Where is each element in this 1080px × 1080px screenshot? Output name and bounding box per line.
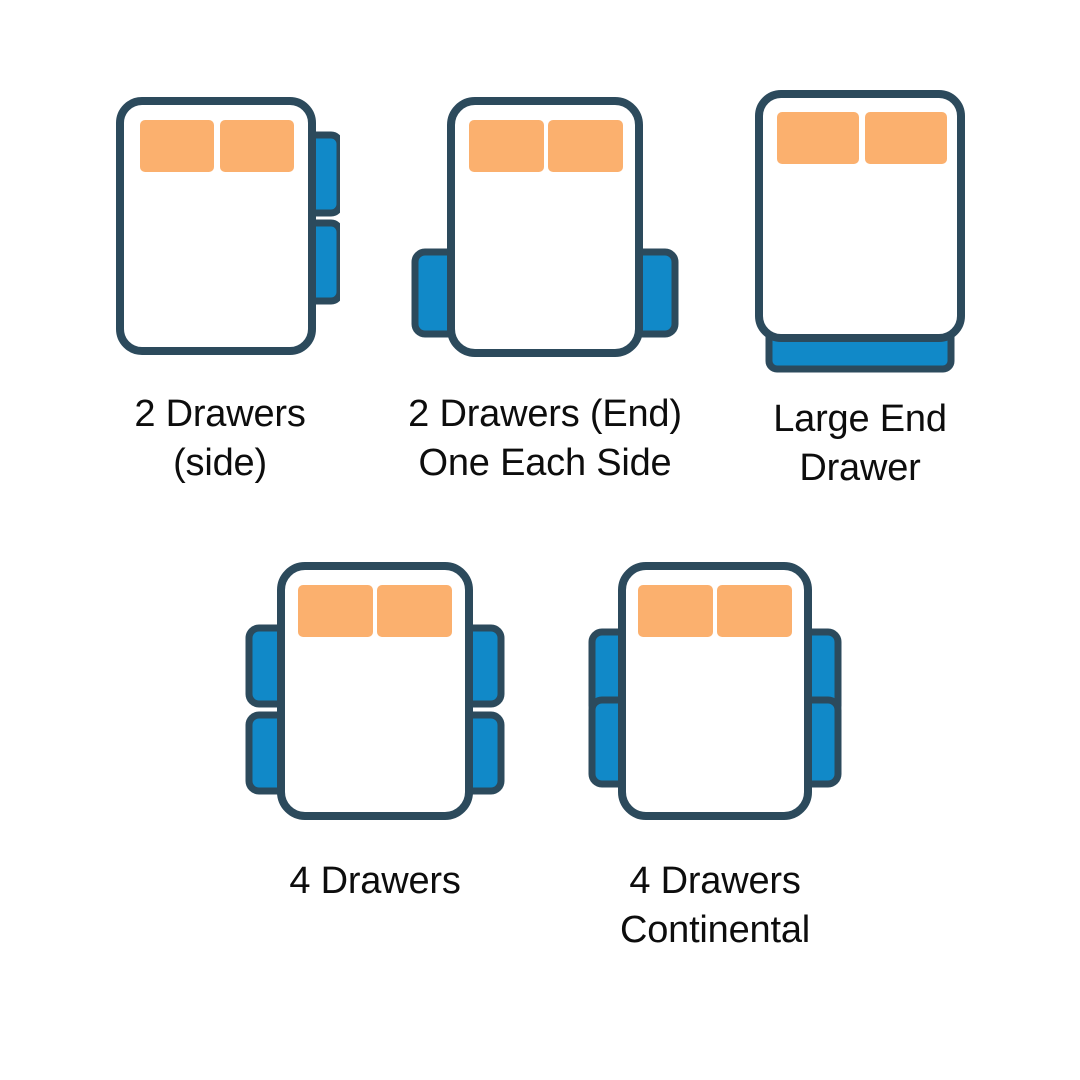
bed-option-label: 2 Drawers (side) <box>134 393 306 484</box>
pillow-left <box>777 112 859 164</box>
bed-option-large-end-drawer[interactable]: Large End Drawer <box>745 80 975 489</box>
pillow-right <box>377 585 452 637</box>
pillow-right <box>548 120 623 172</box>
pillow-right <box>865 112 947 164</box>
pillow-right <box>717 585 792 637</box>
pillow-left <box>469 120 544 172</box>
pillow-left <box>638 585 713 637</box>
bed-option-four-drawers[interactable]: 4 Drawers <box>235 552 515 902</box>
bed-option-label: 4 Drawers Continental <box>619 860 811 951</box>
bed-icon-four-drawers-continental <box>588 562 842 820</box>
bed-option-two-drawers-end[interactable]: 2 Drawers (End) One Each Side <box>405 85 685 484</box>
pillow-left <box>140 120 214 172</box>
bed-option-label: 2 Drawers (End) One Each Side <box>408 393 682 484</box>
bed-option-label: Large End Drawer <box>773 398 947 489</box>
bed-icon-two-drawers-side <box>116 97 340 355</box>
bed-option-four-drawers-continental[interactable]: 4 Drawers Continental <box>580 552 850 951</box>
pillow-right <box>220 120 294 172</box>
pillow-left <box>298 585 373 637</box>
bed-option-label: 4 Drawers <box>289 860 461 902</box>
bed-icon-two-drawers-end <box>411 97 679 357</box>
bed-icon-four-drawers <box>245 562 505 820</box>
bed-option-two-drawers-side[interactable]: 2 Drawers (side) <box>100 85 340 484</box>
bed-icon-large-end-drawer <box>755 90 965 373</box>
